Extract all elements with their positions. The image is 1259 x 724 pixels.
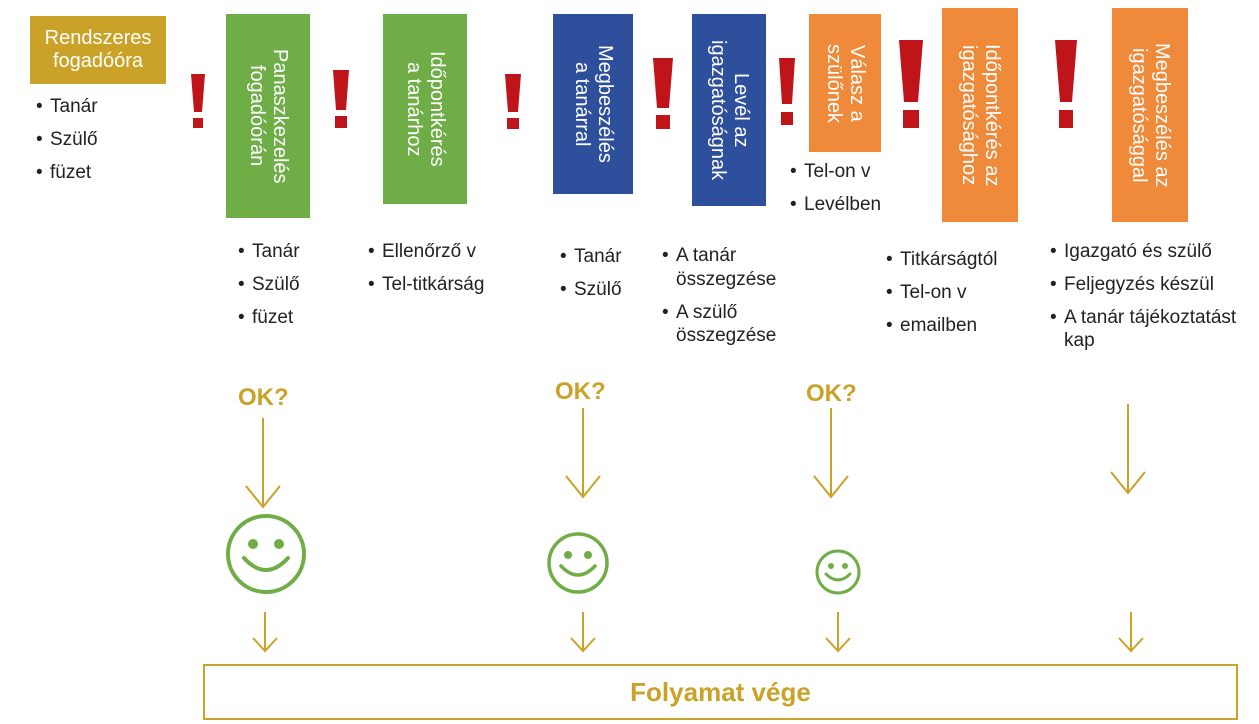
bullet-list-step-2: Tanár Szülő füzet: [238, 240, 300, 338]
bullet-list-step-3: Ellenőrző v Tel-titkárság: [368, 240, 484, 306]
bullet-list-step-6: Tel-on v Levélben: [790, 160, 881, 226]
arrow-down-icon: [1118, 612, 1144, 653]
bullet-item: Levélben: [790, 193, 881, 217]
bullet-list-step-7: Titkárságtól Tel-on v emailben: [886, 248, 998, 346]
ok-check-label: OK?: [555, 378, 606, 405]
ok-check-label: OK?: [806, 380, 857, 407]
ok-check-label: OK?: [238, 384, 289, 411]
bullet-item: Tanár: [36, 95, 98, 119]
exclamation-icon: [191, 74, 205, 128]
step-box-rendszeres-fogadoora: Rendszeres fogadóóra: [30, 16, 166, 84]
bullet-list-step-5: A tanár összegzése A szülő összegzése: [662, 244, 812, 357]
bullet-item: füzet: [36, 161, 98, 185]
bullet-list-step-8: Igazgató és szülő Feljegyzés készül A ta…: [1050, 240, 1255, 362]
process-end-box: Folyamat vége: [203, 664, 1238, 720]
step-box-idopontkeres-igazgatosag: Időpontkérés az igazgatósághoz: [942, 8, 1018, 222]
step-box-valasz-szulonek: Válasz a szülőnek: [809, 14, 881, 152]
bullet-item: Tanár: [238, 240, 300, 264]
exclamation-icon: [779, 58, 795, 125]
arrow-down-icon: [813, 408, 849, 499]
step-label: Megbeszélés az igazgatósággal: [1128, 42, 1173, 188]
arrow-down-icon: [252, 612, 278, 653]
step-label: Rendszeres fogadóóra: [44, 27, 152, 72]
smiley-icon: [815, 549, 861, 595]
step-box-level-igazgatosag: Levél az igazgatóságnak: [692, 14, 766, 206]
arrow-down-icon: [245, 418, 281, 509]
step-box-megbeszeles-igazgatosag: Megbeszélés az igazgatósággal: [1112, 8, 1188, 222]
process-end-label: Folyamat vége: [630, 676, 811, 707]
bullet-item: Igazgató és szülő: [1050, 240, 1255, 264]
bullet-item: A tanár összegzése: [662, 244, 812, 292]
exclamation-icon: [333, 70, 349, 128]
step-box-panaszkezeles: Panaszkezelés fogadóórán: [226, 14, 310, 218]
smiley-icon: [547, 532, 609, 594]
arrow-down-icon: [570, 612, 596, 653]
bullet-item: emailben: [886, 314, 998, 338]
smiley-icon: [226, 514, 306, 594]
exclamation-icon: [1055, 40, 1077, 128]
step-label: Időpontkérés az igazgatósághoz: [958, 43, 1003, 187]
step-label: Válasz a szülőnek: [823, 43, 868, 123]
bullet-item: Szülő: [36, 128, 98, 152]
arrow-down-icon: [565, 408, 601, 499]
bullet-item: Tel-titkárság: [368, 273, 484, 297]
bullet-item: Szülő: [560, 278, 622, 302]
bullet-item: A szülő összegzése: [662, 301, 812, 349]
arrow-down-icon: [1110, 404, 1146, 495]
bullet-item: Feljegyzés készül: [1050, 273, 1255, 297]
bullet-item: Tel-on v: [790, 160, 881, 184]
step-label: Időpontkérés a tanárhoz: [403, 51, 448, 167]
bullet-list-step-4: Tanár Szülő: [560, 245, 622, 311]
bullet-item: Ellenőrző v: [368, 240, 484, 264]
exclamation-icon: [505, 74, 521, 129]
step-label: Levél az igazgatóságnak: [707, 39, 752, 181]
bullet-item: Titkárságtól: [886, 248, 998, 272]
step-label: Panaszkezelés fogadóórán: [246, 48, 291, 184]
step-box-megbeszeles-tanar: Megbeszélés a tanárral: [553, 14, 633, 194]
bullet-list-step-1: Tanár Szülő füzet: [36, 95, 98, 193]
step-label: Megbeszélés a tanárral: [571, 45, 616, 163]
exclamation-icon: [899, 40, 923, 128]
exclamation-icon: [653, 58, 673, 129]
bullet-item: Tel-on v: [886, 281, 998, 305]
bullet-item: füzet: [238, 306, 300, 330]
step-box-idopontkeres-tanar: Időpontkérés a tanárhoz: [383, 14, 467, 204]
bullet-item: Tanár: [560, 245, 622, 269]
bullet-item: Szülő: [238, 273, 300, 297]
arrow-down-icon: [825, 612, 851, 653]
bullet-item: A tanár tájékoztatást kap: [1050, 306, 1255, 354]
